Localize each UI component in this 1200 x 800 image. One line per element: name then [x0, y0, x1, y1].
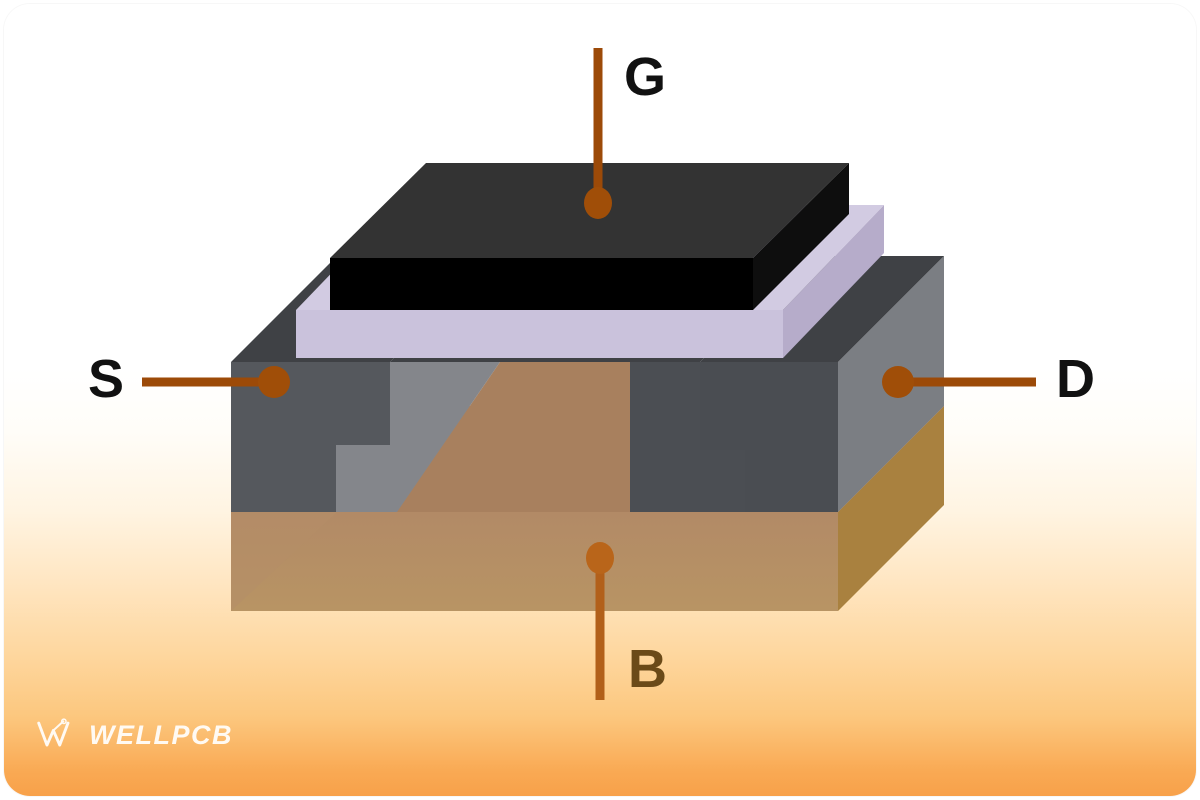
oxide-right-face: [783, 205, 884, 358]
body-contact-dot: [586, 542, 614, 574]
gate-contact-dot: [584, 187, 612, 219]
gate-terminal[interactable]: [584, 48, 612, 219]
drain-contact-dot: [882, 366, 914, 398]
source-front-face: [231, 362, 390, 512]
gate-label: G: [624, 47, 667, 107]
gate-electrode: [330, 163, 849, 310]
body-label: B: [628, 639, 667, 699]
oxide-front-face: [296, 310, 783, 358]
substrate-front-highlight: [231, 512, 337, 611]
source-contact-dot: [258, 366, 290, 398]
source-label: S: [88, 349, 125, 409]
drain-terminal[interactable]: [882, 366, 1036, 398]
channel-region: [397, 362, 657, 512]
body-terminal[interactable]: [586, 542, 614, 700]
drain-label: D: [1056, 349, 1095, 409]
wellpcb-logo-text: WELLPCB: [89, 719, 233, 750]
drain-front-face: [700, 362, 838, 512]
substrate-front-face: [231, 512, 838, 611]
drain-inner-wall: [630, 362, 745, 512]
gate-front-face: [330, 258, 753, 310]
substrate-right-face: [838, 406, 944, 611]
wellpcb-w-icon: [37, 718, 70, 747]
wellpcb-logo: WELLPCB: [36, 718, 233, 752]
source-terminal[interactable]: [142, 366, 290, 398]
source-inner-wall: [336, 362, 500, 512]
gate-right-face: [753, 163, 849, 310]
